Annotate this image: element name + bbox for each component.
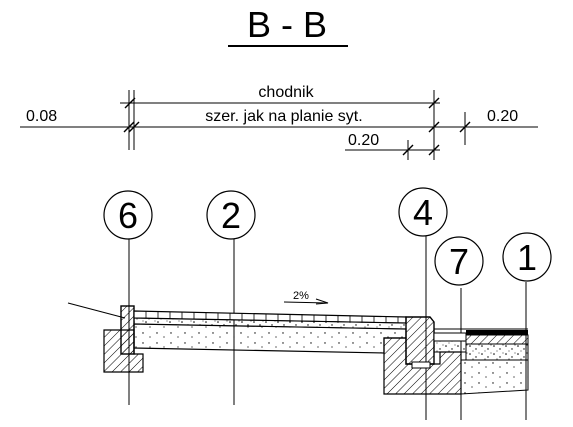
callout-1: 1 <box>502 232 552 282</box>
callout-6: 6 <box>103 190 153 240</box>
base-course <box>133 323 407 354</box>
paving-joints <box>145 311 399 323</box>
slope-indicator: 2% <box>283 290 329 305</box>
callout-6-label: 6 <box>118 195 138 236</box>
callout-4-label: 4 <box>413 192 433 233</box>
road-binder-course <box>465 334 529 345</box>
right-curb <box>405 316 435 365</box>
left-curb <box>120 305 135 355</box>
callout-2-label: 2 <box>221 195 241 236</box>
slope-label: 2% <box>293 290 309 302</box>
dim-label-sidewalk-width: szer. jak na planie syt. <box>205 108 362 125</box>
gutter-strip <box>433 332 467 342</box>
dim-label-sidewalk: chodnik <box>258 84 314 101</box>
callout-7-label: 7 <box>449 241 469 282</box>
dimension-lines <box>20 90 538 160</box>
callout-1-label: 1 <box>517 237 537 278</box>
road-wearing-course <box>466 330 528 335</box>
dim-label-left-offset: 0.08 <box>26 108 57 125</box>
road-base-course <box>465 343 529 361</box>
callout-4: 4 <box>398 187 448 237</box>
road-subbase <box>460 359 529 395</box>
callout-7: 7 <box>434 236 484 286</box>
gutter-bedding <box>433 340 467 353</box>
dim-label-inner-offset: 0.20 <box>348 132 379 149</box>
section-title: B - B <box>247 4 327 45</box>
callout-2: 2 <box>206 190 256 240</box>
drain-channel <box>411 361 431 369</box>
cross-section <box>103 305 529 395</box>
dim-label-right-offset: 0.20 <box>487 108 518 125</box>
